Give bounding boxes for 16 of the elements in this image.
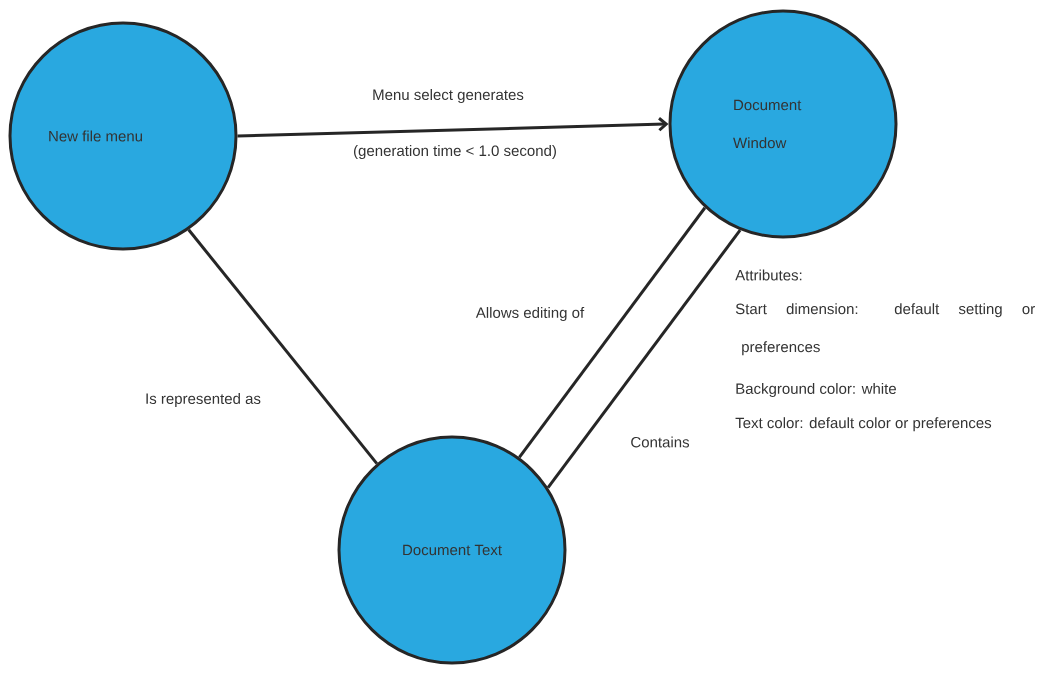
edge-label: Menu select generates bbox=[373, 89, 524, 103]
connector-line bbox=[546, 229, 742, 489]
edge-label: Contains bbox=[631, 436, 690, 448]
attribute-text: Background color: white bbox=[736, 383, 896, 397]
connector-line bbox=[237, 117, 669, 138]
circle-node: Document Text bbox=[337, 435, 567, 665]
connector-line bbox=[518, 206, 707, 459]
attribute-text: Text color: default color or preferences bbox=[735, 417, 992, 432]
circle-node: New file menu bbox=[8, 21, 238, 251]
connector-line bbox=[187, 228, 379, 465]
edge-label: Is represented as bbox=[146, 393, 261, 407]
edge-label: Allows editing of bbox=[475, 307, 585, 321]
circle-node: Document Window bbox=[668, 9, 898, 239]
note-text: (generation time < 1.0 second) bbox=[354, 145, 556, 159]
attribute-text: Attributes: bbox=[735, 269, 802, 281]
attribute-text: Start dimension: default setting or preferences bbox=[735, 303, 1035, 356]
